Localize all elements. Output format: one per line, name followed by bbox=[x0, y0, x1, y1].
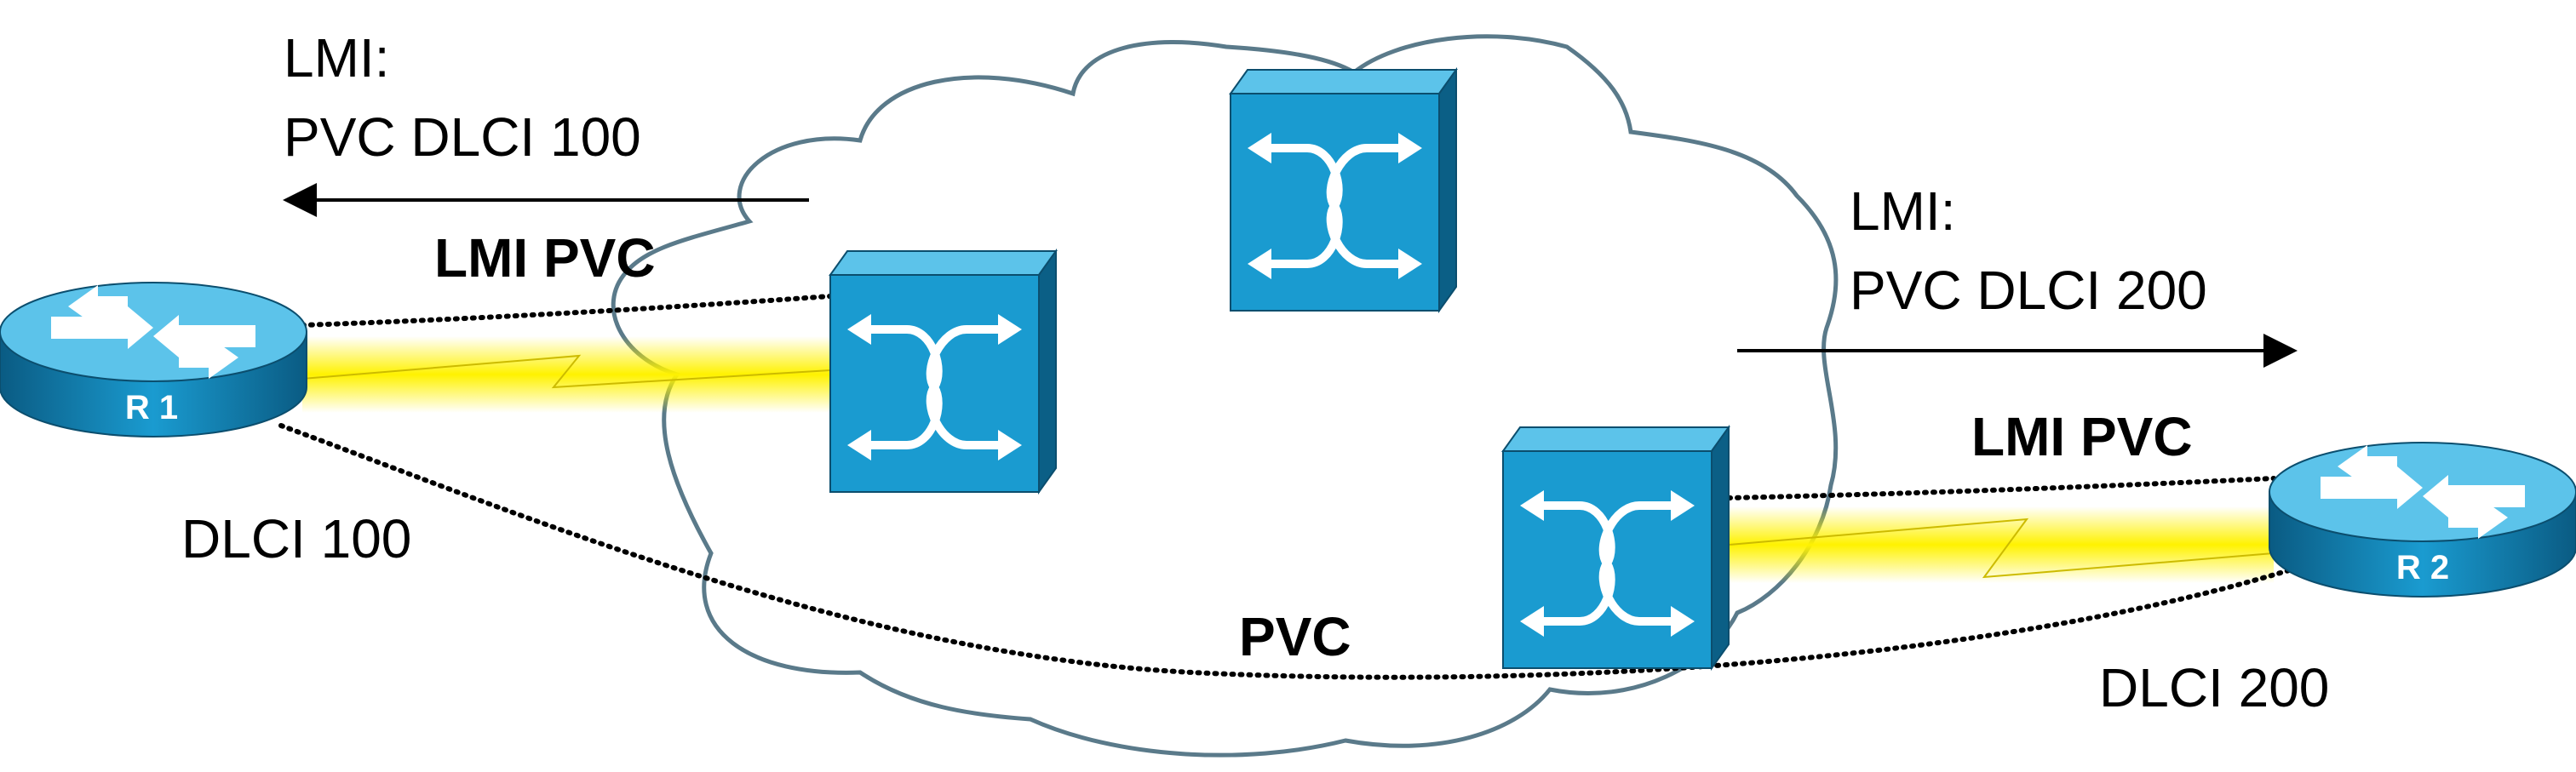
frame-relay-switch-icon bbox=[1231, 70, 1456, 311]
dlci-label-right: DLCI 200 bbox=[2099, 657, 2329, 718]
lmi-title-right: LMI: bbox=[1850, 180, 1955, 242]
frame-relay-switch-icon bbox=[830, 251, 1056, 492]
pvc-path-line bbox=[278, 423, 2319, 680]
frame-relay-switch-icon bbox=[1503, 427, 1729, 668]
dlci-label-left: DLCI 100 bbox=[181, 508, 411, 569]
lmi-pvc-label-left: LMI PVC bbox=[434, 227, 656, 289]
lmi-pvc-line-left bbox=[300, 294, 833, 328]
lmi-title-left: LMI: bbox=[284, 27, 389, 89]
lmi-pvc-dlci-right: PVC DLCI 200 bbox=[1850, 260, 2207, 321]
router-label-r2: R 2 bbox=[2396, 549, 2449, 586]
pvc-label: PVC bbox=[1239, 606, 1351, 667]
lmi-pvc-dlci-left: PVC DLCI 100 bbox=[284, 106, 641, 168]
right-serial-link bbox=[1728, 506, 2275, 583]
lmi-pvc-line-right bbox=[1726, 476, 2276, 500]
lmi-pvc-label-right: LMI PVC bbox=[1971, 406, 2193, 467]
router-label-r1: R 1 bbox=[125, 389, 178, 426]
left-serial-link bbox=[301, 336, 831, 413]
